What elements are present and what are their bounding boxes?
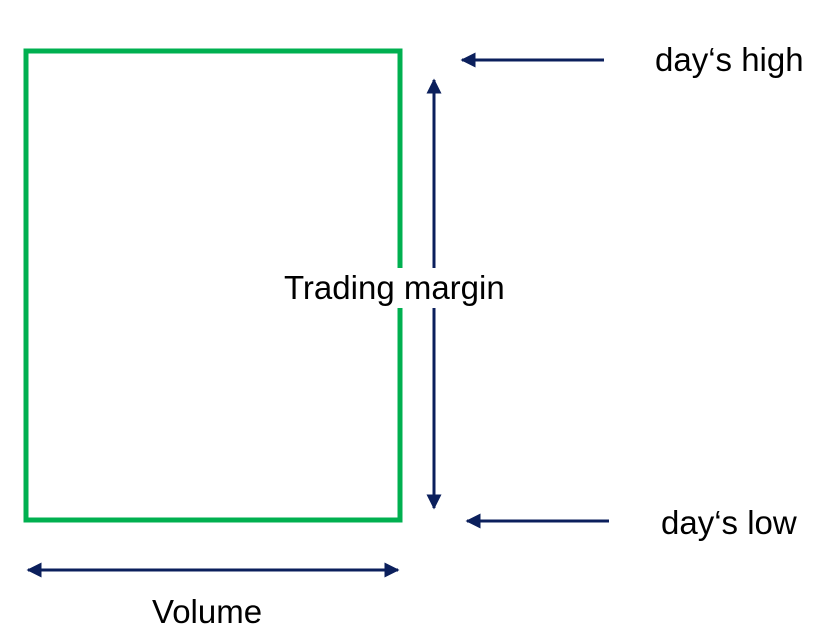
volume-label: Volume [152, 593, 263, 630]
day-low-label: day‘s low [661, 504, 797, 541]
trading-margin-label: Trading margin [282, 268, 507, 308]
day-high-label: day‘s high [655, 41, 804, 78]
